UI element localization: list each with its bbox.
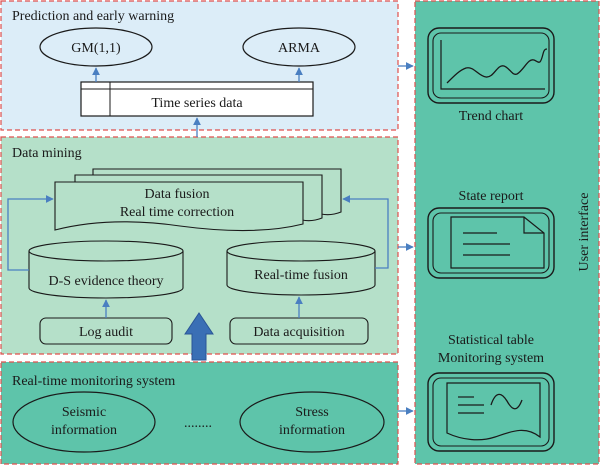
arrow-realtime-to-datafusion	[342, 195, 389, 269]
data-mining-panel-title: Data mining	[12, 146, 82, 161]
stress-label-line1: Stress	[295, 405, 328, 420]
seismic-ellipse	[12, 391, 156, 453]
big-upward-arrow	[184, 312, 214, 361]
prediction-panel-title: Prediction and early warning	[12, 9, 174, 24]
arma-model-label: ARMA	[278, 41, 321, 56]
log-audit-label: Log audit	[79, 325, 133, 340]
seismic-label-line2: information	[51, 423, 117, 438]
ds-evidence-label: D-S evidence theory	[48, 274, 163, 289]
document-icon	[450, 216, 545, 269]
gm11-model-label: GM(1,1)	[71, 41, 121, 56]
trend-chart-icon	[440, 40, 548, 90]
fusion-label-line1: Data fusion	[145, 187, 210, 202]
monitoring-panel: Real-time monitoring system Seismic info…	[0, 361, 399, 465]
state-report-label: State report	[459, 189, 524, 204]
monitoring-panel-title: Real-time monitoring system	[12, 374, 175, 389]
arma-model-ellipse	[242, 27, 356, 67]
arrow-ds-to-datafusion	[7, 195, 54, 271]
statistical-table-icon	[446, 382, 541, 441]
time-series-label: Time series data	[151, 96, 243, 111]
time-series-box	[80, 81, 314, 117]
ds-evidence-cylinder	[28, 240, 184, 299]
fusion-label-line2: Real time correction	[120, 205, 234, 220]
trend-chart-card	[427, 27, 555, 104]
fusion-doc-front	[54, 181, 304, 232]
data-mining-panel: Data mining Data fusion Real time correc…	[0, 136, 399, 361]
gm11-model-ellipse	[39, 27, 153, 67]
user-interface-label: User interface	[577, 193, 592, 272]
data-acquisition-label: Data acquisition	[253, 325, 344, 340]
realtime-fusion-label: Real-time fusion	[254, 268, 348, 283]
prediction-panel: Prediction and early warning GM(1,1) ARM…	[0, 0, 399, 131]
realtime-fusion-cylinder	[226, 240, 376, 296]
stress-label-line2: information	[279, 423, 345, 438]
trend-chart-label: Trend chart	[459, 109, 524, 124]
seismic-label-line1: Seismic	[62, 405, 106, 420]
state-report-card	[427, 207, 555, 279]
statistical-label-line1: Statistical table	[448, 333, 534, 348]
statistical-table-card	[427, 372, 555, 452]
stress-ellipse	[239, 391, 385, 453]
statistical-label-line2: Monitoring system	[438, 351, 544, 366]
user-interface-panel: User interface Trend chart State report	[414, 0, 600, 465]
ellipsis-text: ........	[184, 416, 212, 431]
